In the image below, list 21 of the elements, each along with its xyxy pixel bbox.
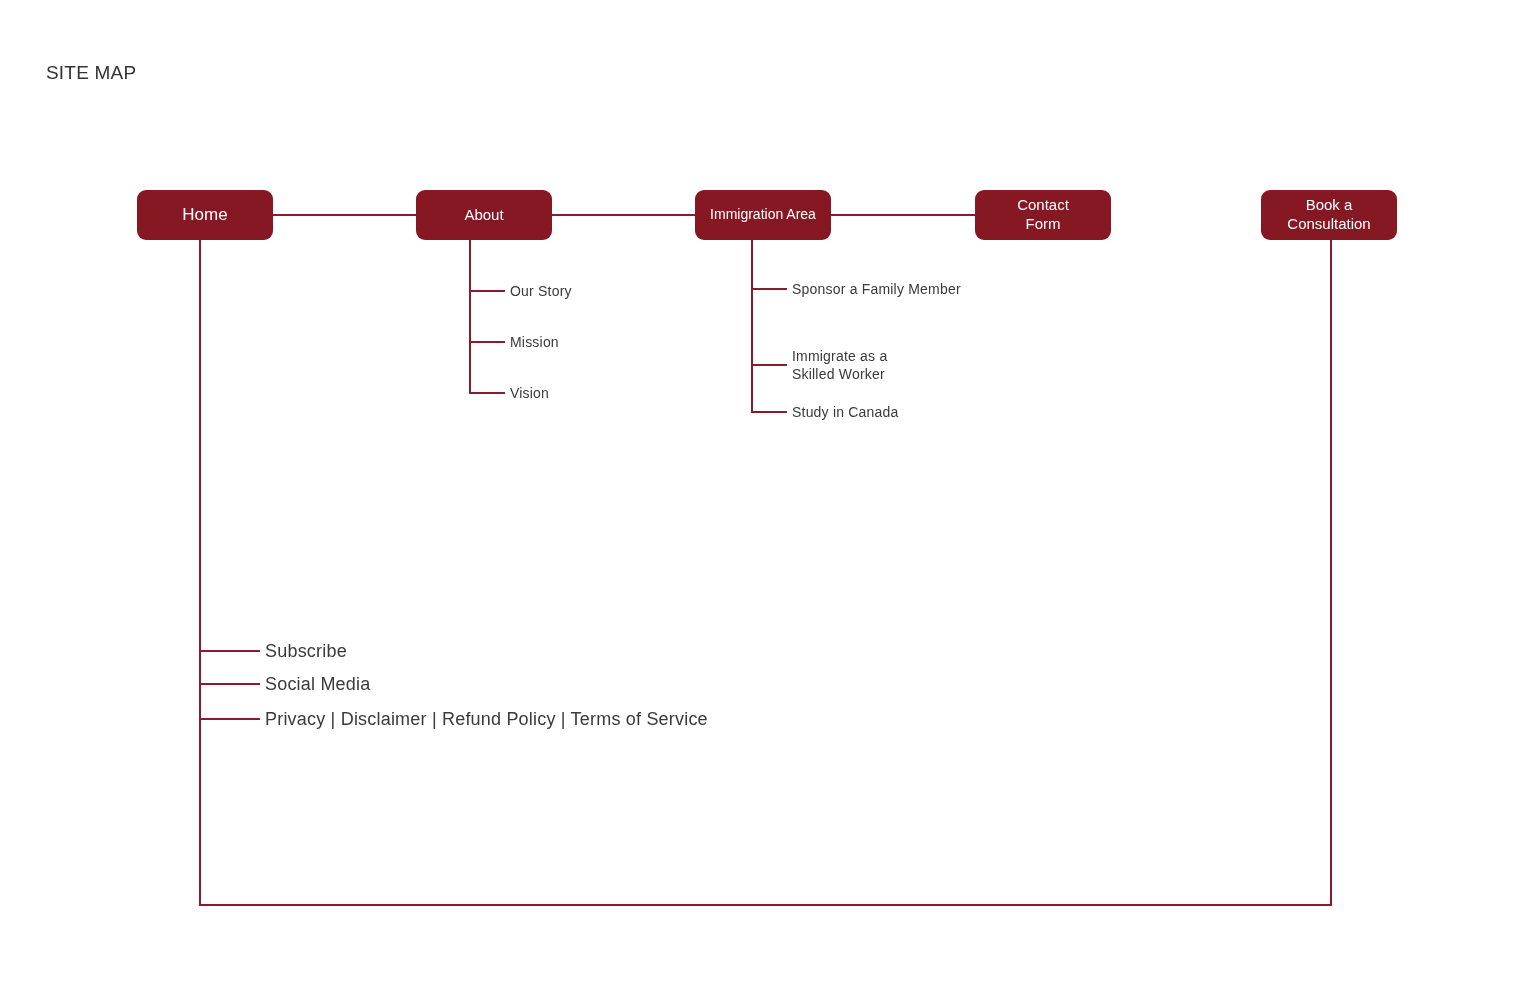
page-box: Immigration Area xyxy=(695,190,831,240)
connector-line xyxy=(469,239,506,394)
subpage-label: Vision xyxy=(505,383,550,403)
connector-line xyxy=(751,239,788,413)
subpage-label: Mission xyxy=(505,332,559,352)
connector-line xyxy=(830,214,976,216)
page-box: Book a Consultation xyxy=(1261,190,1397,240)
page-box: About xyxy=(416,190,552,240)
subpage-label: Privacy | Disclaimer | Refund Policy | Terms of Service xyxy=(260,707,708,731)
subpage-label: Immigrate as a Skilled Worker xyxy=(787,346,907,384)
subpage-label: Our Story xyxy=(505,281,572,301)
connector-line xyxy=(551,214,696,216)
subpage-label: Sponsor a Family Member xyxy=(787,279,961,299)
subpage-label: Subscribe xyxy=(260,639,347,663)
connector-line xyxy=(272,214,417,216)
connector-line xyxy=(199,239,1332,906)
page-box: Home xyxy=(137,190,273,240)
page-box: Contact Form xyxy=(975,190,1111,240)
page-title: SITE MAP xyxy=(46,62,137,84)
subpage-label: Study in Canada xyxy=(787,402,899,422)
subpage-label: Social Media xyxy=(260,672,371,696)
